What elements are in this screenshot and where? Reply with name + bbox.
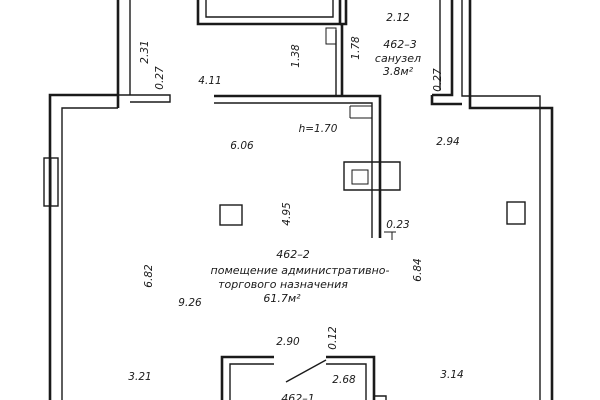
bathroom-right-wall bbox=[432, 0, 454, 97]
dim-4-11: 4.11 bbox=[198, 75, 221, 87]
window-right bbox=[506, 201, 526, 225]
dimension-labels: 2.31 0.27 4.11 1.38 1.78 2.12 0.27 2.94 … bbox=[128, 12, 463, 386]
dim-2-68: 2.68 bbox=[332, 374, 356, 386]
dim-2-31: 2.31 bbox=[139, 40, 151, 63]
shaft-outer bbox=[343, 161, 401, 191]
dim-2-90: 2.90 bbox=[276, 336, 300, 348]
column bbox=[219, 204, 243, 226]
dim-2-94: 2.94 bbox=[436, 136, 459, 148]
wall-left-upper-cap bbox=[118, 94, 171, 103]
walls bbox=[43, 0, 554, 400]
bathroom-area: 3.8м² bbox=[383, 65, 414, 78]
notch-h170 bbox=[349, 105, 372, 119]
dim-4-95: 4.95 bbox=[281, 202, 293, 226]
dim-h-1-70: h=1.70 bbox=[299, 123, 338, 135]
wall-left-outer bbox=[48, 93, 118, 400]
dim-1-78: 1.78 bbox=[350, 36, 362, 60]
partition-horizontal-inner bbox=[214, 102, 373, 238]
marker-023 bbox=[384, 231, 396, 240]
lower-room-walls bbox=[220, 355, 274, 400]
lower-room-right-inner bbox=[326, 363, 367, 400]
dim-9-26: 9.26 bbox=[178, 297, 202, 309]
dim-0-12: 0.12 bbox=[327, 326, 339, 350]
lower-room-walls-inner bbox=[229, 363, 274, 400]
top-box-outer bbox=[196, 0, 342, 26]
wall-right-outer bbox=[468, 0, 554, 400]
main-room-name-1: помещение административно- bbox=[211, 264, 390, 277]
partition-horizontal bbox=[214, 94, 382, 238]
room-labels: 462–2 помещение административно- торгово… bbox=[211, 38, 422, 400]
dim-3-21: 3.21 bbox=[128, 371, 151, 383]
dim-3-14: 3.14 bbox=[440, 369, 463, 381]
dim-6-84: 6.84 bbox=[412, 258, 424, 281]
wall-right-inner bbox=[461, 0, 541, 400]
dim-2-12: 2.12 bbox=[386, 12, 410, 24]
dim-6-06: 6.06 bbox=[230, 140, 254, 152]
wall-left-inner bbox=[61, 107, 118, 400]
main-room-number: 462–2 bbox=[276, 248, 310, 261]
dim-0-27-left: 0.27 bbox=[154, 66, 166, 90]
dim-0-23: 0.23 bbox=[386, 219, 409, 231]
lower-room-right bbox=[326, 355, 376, 400]
main-room-area: 61.7м² bbox=[263, 292, 301, 305]
top-box-inner bbox=[205, 0, 334, 18]
dim-1-38: 1.38 bbox=[290, 44, 302, 68]
dim-0-27-right: 0.27 bbox=[432, 68, 444, 92]
bathroom-name: санузел bbox=[375, 52, 421, 65]
notch-upper bbox=[325, 27, 337, 45]
main-room-name-2: торгового назначения bbox=[218, 278, 348, 291]
bathroom-bottom-stub bbox=[430, 95, 462, 106]
shaft-inner bbox=[351, 169, 369, 185]
lower-room-number: 462–1 bbox=[281, 392, 315, 400]
door-mark-right bbox=[374, 395, 387, 400]
bathroom-number: 462–3 bbox=[383, 38, 417, 51]
dim-6-82: 6.82 bbox=[143, 264, 155, 288]
door-leaf bbox=[285, 359, 327, 383]
